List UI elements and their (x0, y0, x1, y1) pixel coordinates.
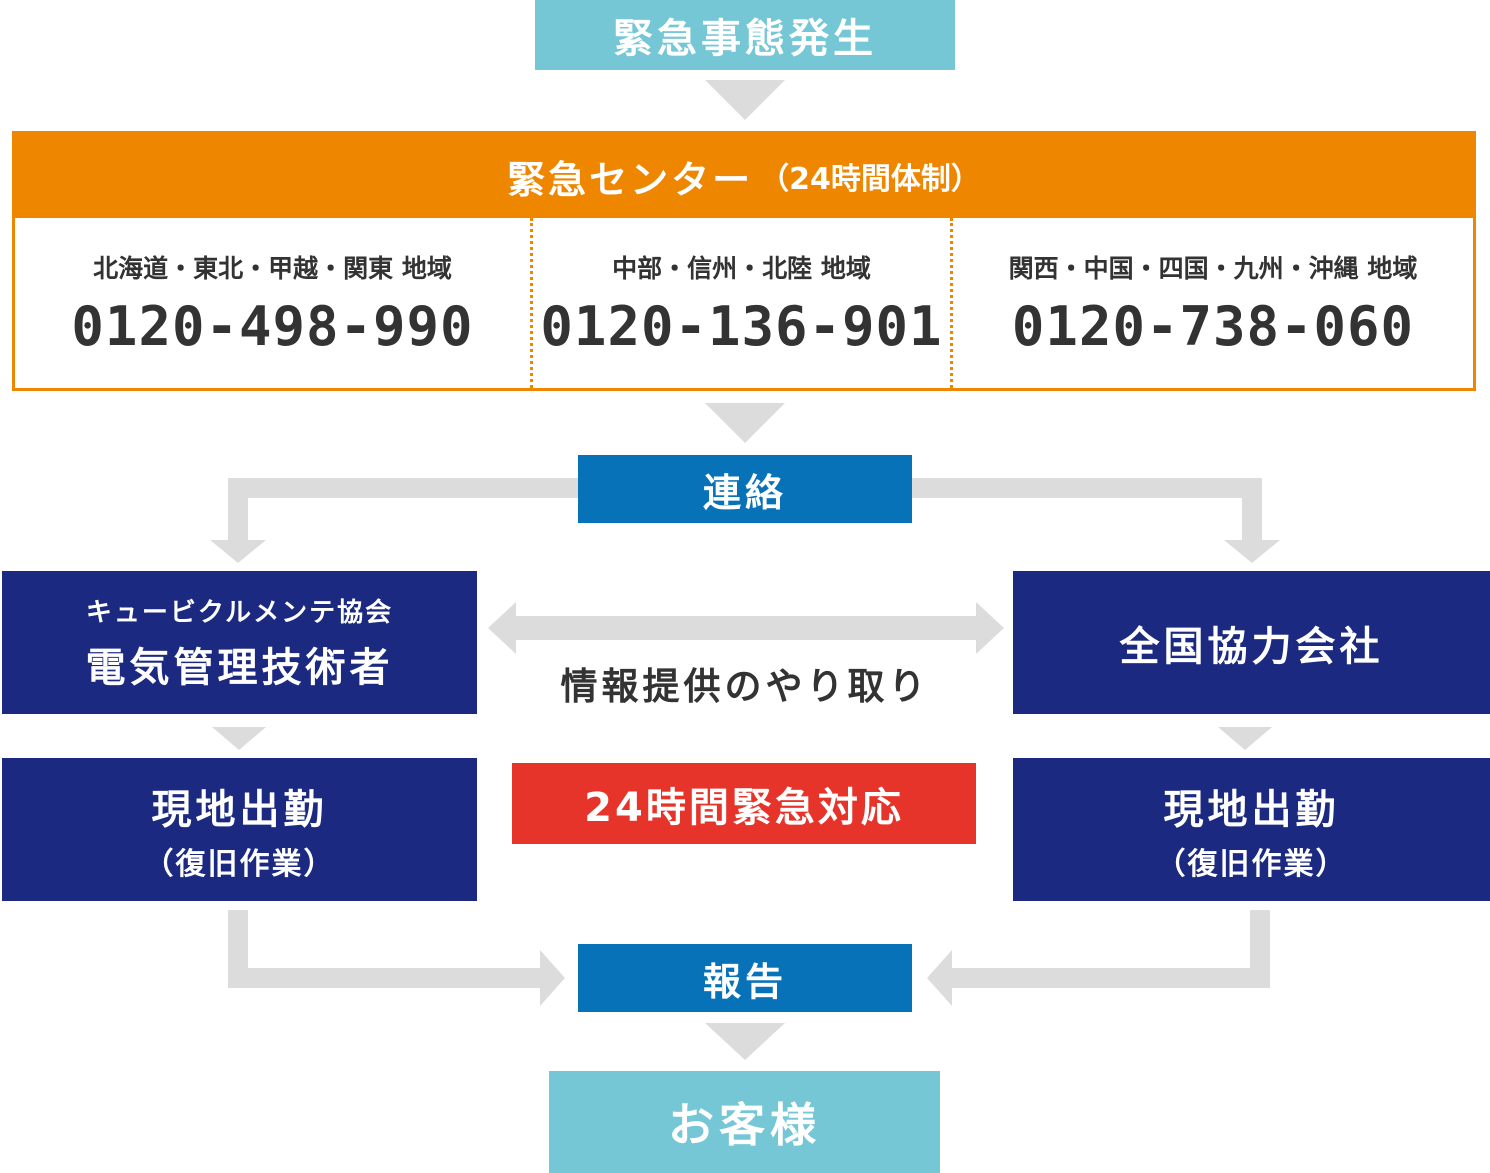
partner-company-label: 全国協力会社 (1119, 623, 1384, 670)
arrow-down-left-work (212, 727, 266, 750)
arrow-double-exchange (488, 602, 1004, 654)
arrow-contact-left (210, 478, 578, 563)
customer-label: お客様 (668, 1098, 821, 1152)
electrical-engineer-box: キュービクルメンテ協会 電気管理技術者 (2, 571, 477, 714)
arrow-down-center (705, 403, 785, 443)
arrow-left-report (228, 910, 565, 1006)
onsite-work-title: 現地出勤 (1163, 786, 1340, 833)
region-cell-east: 北海道・東北・甲越・関東 地域 0120-498-990 (15, 218, 533, 388)
left-onsite-work-box: 現地出勤 （復旧作業） (2, 758, 477, 901)
phone-number[interactable]: 0120-136-901 (540, 294, 943, 358)
region-cell-central: 中部・信州・北陸 地域 0120-136-901 (533, 218, 953, 388)
24h-response-box: 24時間緊急対応 (512, 763, 976, 844)
phone-number[interactable]: 0120-738-060 (1011, 294, 1415, 358)
arrow-down-right-work (1218, 727, 1272, 750)
emergency-occurrence-box: 緊急事態発生 (535, 0, 955, 70)
report-box: 報告 (578, 944, 912, 1012)
emergency-occurrence-label: 緊急事態発生 (613, 16, 877, 62)
contact-label: 連絡 (702, 470, 787, 515)
contact-box: 連絡 (578, 455, 912, 523)
engineer-title: 電気管理技術者 (85, 645, 394, 691)
partner-company-box: 全国協力会社 (1013, 571, 1490, 714)
emergency-center-title: 緊急センター (507, 157, 754, 202)
region-row: 北海道・東北・甲越・関東 地域 0120-498-990 中部・信州・北陸 地域… (15, 218, 1473, 388)
association-name: キュービクルメンテ協会 (85, 598, 394, 628)
24h-response-label: 24時間緊急対応 (584, 784, 904, 831)
emergency-center-subtitle: （24時間体制） (759, 162, 981, 197)
arrow-down-report (705, 1023, 785, 1060)
region-label: 北海道・東北・甲越・関東 地域 (93, 253, 452, 283)
onsite-work-subtitle: （復旧作業） (143, 846, 336, 882)
right-onsite-work-box: 現地出勤 （復旧作業） (1013, 758, 1490, 901)
arrow-contact-right (912, 478, 1280, 563)
information-exchange-text: 情報提供のやり取り (520, 655, 970, 711)
region-label: 関西・中国・四国・九州・沖縄 地域 (1008, 253, 1418, 283)
onsite-work-title: 現地出勤 (151, 786, 328, 833)
emergency-center-header: 緊急センター （24時間体制） (15, 134, 1473, 218)
region-cell-west: 関西・中国・四国・九州・沖縄 地域 0120-738-060 (953, 218, 1473, 388)
region-label: 中部・信州・北陸 地域 (612, 253, 871, 283)
emergency-center-panel: 緊急センター （24時間体制） 北海道・東北・甲越・関東 地域 0120-498… (12, 131, 1476, 391)
onsite-work-subtitle: （復旧作業） (1155, 846, 1348, 882)
arrow-right-report (927, 910, 1270, 1006)
report-label: 報告 (702, 959, 787, 1004)
information-exchange-label: 情報提供のやり取り (560, 665, 930, 708)
customer-box: お客様 (549, 1071, 940, 1173)
arrow-down-start (705, 80, 785, 120)
phone-number[interactable]: 0120-498-990 (71, 294, 474, 358)
